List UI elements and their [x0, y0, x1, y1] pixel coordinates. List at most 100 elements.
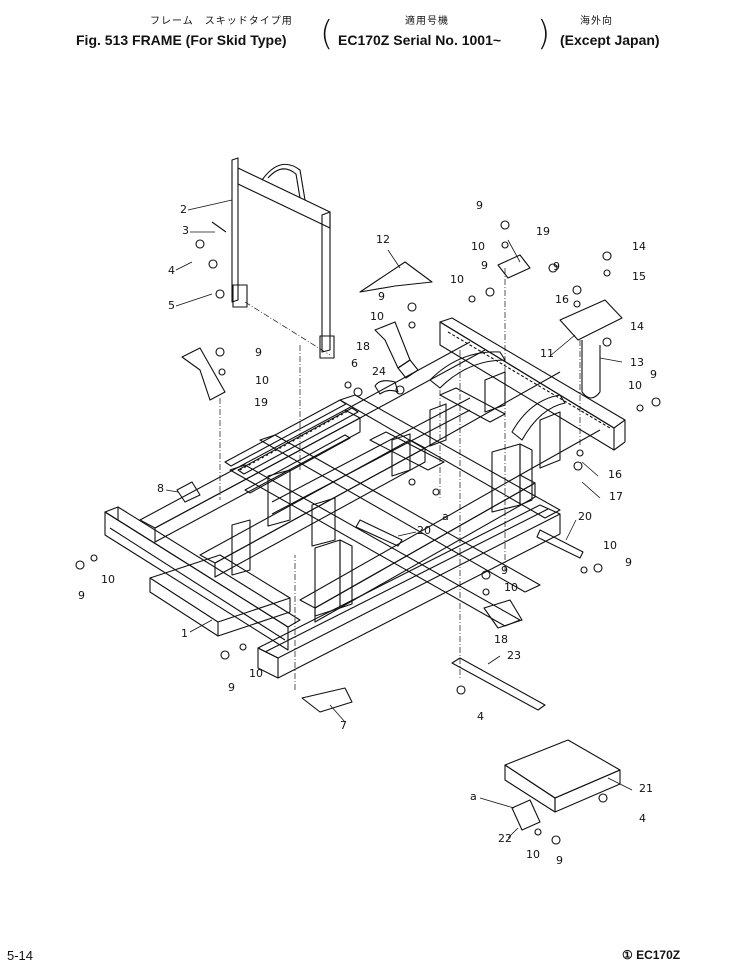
callout-c20b: 20	[578, 510, 592, 523]
callout-c10f: 10	[450, 273, 464, 286]
callout-c4a: 4	[168, 264, 175, 277]
bolt-head	[456, 685, 466, 695]
nut	[353, 387, 363, 397]
callout-c16a: 16	[555, 293, 569, 306]
callout-c9c: 9	[228, 681, 235, 694]
bolt-head	[407, 302, 417, 312]
callout-c9f: 9	[481, 259, 488, 272]
bolt-head	[548, 263, 558, 273]
bolt-head	[432, 488, 440, 496]
washer	[90, 554, 98, 562]
callout-c20a: 20	[417, 524, 431, 537]
assembly-center-lines	[219, 268, 581, 690]
callout-c9b: 9	[78, 589, 85, 602]
leader-lines	[165, 199, 633, 839]
serial-range: EC170Z Serial No. 1001~	[338, 32, 502, 48]
callout-c10g: 10	[628, 379, 642, 392]
callout-c12: 12	[376, 233, 390, 246]
bolt-head	[651, 397, 661, 407]
plate-part-7	[301, 687, 353, 713]
callout-c15: 15	[632, 270, 646, 283]
callout-c23: 23	[507, 649, 521, 662]
open-parenthesis: (	[320, 14, 334, 54]
callout-c19a: 19	[254, 396, 268, 409]
callout-c4b: 4	[477, 710, 484, 723]
washer	[468, 295, 476, 303]
callout-c8: 8	[157, 482, 164, 495]
bolt-head	[215, 347, 225, 357]
callout-c2: 2	[180, 203, 187, 216]
callout-c13: 13	[630, 356, 644, 369]
bolt-head	[500, 220, 510, 230]
washer	[603, 269, 611, 277]
washer	[239, 643, 247, 651]
serial-label-japanese: 適用号機	[405, 16, 449, 27]
callout-c10a: 10	[255, 374, 269, 387]
upright-bracket-part-2	[211, 157, 335, 359]
washer	[482, 588, 490, 596]
u-bolt-part-13	[581, 340, 601, 399]
callout-c10e: 10	[471, 240, 485, 253]
tray-part-21	[504, 739, 621, 813]
callout-c9d: 9	[378, 290, 385, 303]
callout-c4c: 4	[639, 812, 646, 825]
callout-c19b: 19	[536, 225, 550, 238]
callout-c3: 3	[182, 224, 189, 237]
callout-c24: 24	[372, 365, 386, 378]
callout-c11: 11	[540, 347, 554, 360]
bolt-head	[215, 289, 225, 299]
bolt-head	[220, 650, 230, 660]
callout-c14a: 14	[632, 240, 646, 253]
bracket-part-19-left	[181, 347, 226, 401]
callout-c9g: 9	[553, 260, 560, 273]
nut	[573, 461, 583, 471]
right-side-rail	[439, 317, 626, 451]
figure-title: Fig. 513 FRAME (For Skid Type)	[76, 32, 287, 48]
bolt-head	[75, 560, 85, 570]
callout-c14b: 14	[630, 320, 644, 333]
region-label: (Except Japan)	[560, 32, 660, 48]
callout-c9h: 9	[650, 368, 657, 381]
callout-c9a: 9	[255, 346, 262, 359]
washer	[576, 449, 584, 457]
callout-c22: 22	[498, 832, 512, 845]
bolt-head	[395, 385, 405, 395]
plate-part-12	[359, 261, 433, 293]
page-number: 5-14	[7, 948, 34, 963]
washer	[580, 566, 588, 574]
fasteners	[75, 220, 661, 845]
close-parenthesis: )	[537, 14, 551, 54]
callout-c16b: 16	[608, 468, 622, 481]
plate-part-11	[559, 299, 623, 341]
figure-title-japanese: フレーム スキッドタイプ用	[150, 16, 293, 27]
callout-c9j: 9	[501, 564, 508, 577]
bracket-part-18-upper	[374, 321, 419, 379]
callout-c9e: 9	[476, 199, 483, 212]
callout-c6: 6	[351, 357, 358, 370]
lower-cross-channel	[149, 554, 291, 637]
callout-c5: 5	[168, 299, 175, 312]
bolt-head	[593, 563, 603, 573]
inner-rail-ladder	[224, 399, 359, 494]
bolt-head	[551, 835, 561, 845]
washer	[636, 404, 644, 412]
washer	[573, 300, 581, 308]
callout-c10b: 10	[101, 573, 115, 586]
left-side-rail	[104, 506, 301, 651]
rod-part-20	[355, 519, 584, 559]
nut	[344, 381, 352, 389]
callout-c18a: 18	[356, 340, 370, 353]
callout-c18b: 18	[494, 633, 508, 646]
bolt-head	[598, 793, 608, 803]
bolt-head	[208, 259, 218, 269]
bracket-part-22	[511, 799, 541, 831]
callout-c17: 17	[609, 490, 623, 503]
callout-ca2: a	[470, 790, 477, 803]
vertical-posts	[231, 371, 561, 617]
washer	[218, 368, 226, 376]
bolt-head	[408, 478, 416, 486]
model-code: ① EC170Z	[622, 948, 681, 962]
strip-part-23	[451, 657, 546, 711]
